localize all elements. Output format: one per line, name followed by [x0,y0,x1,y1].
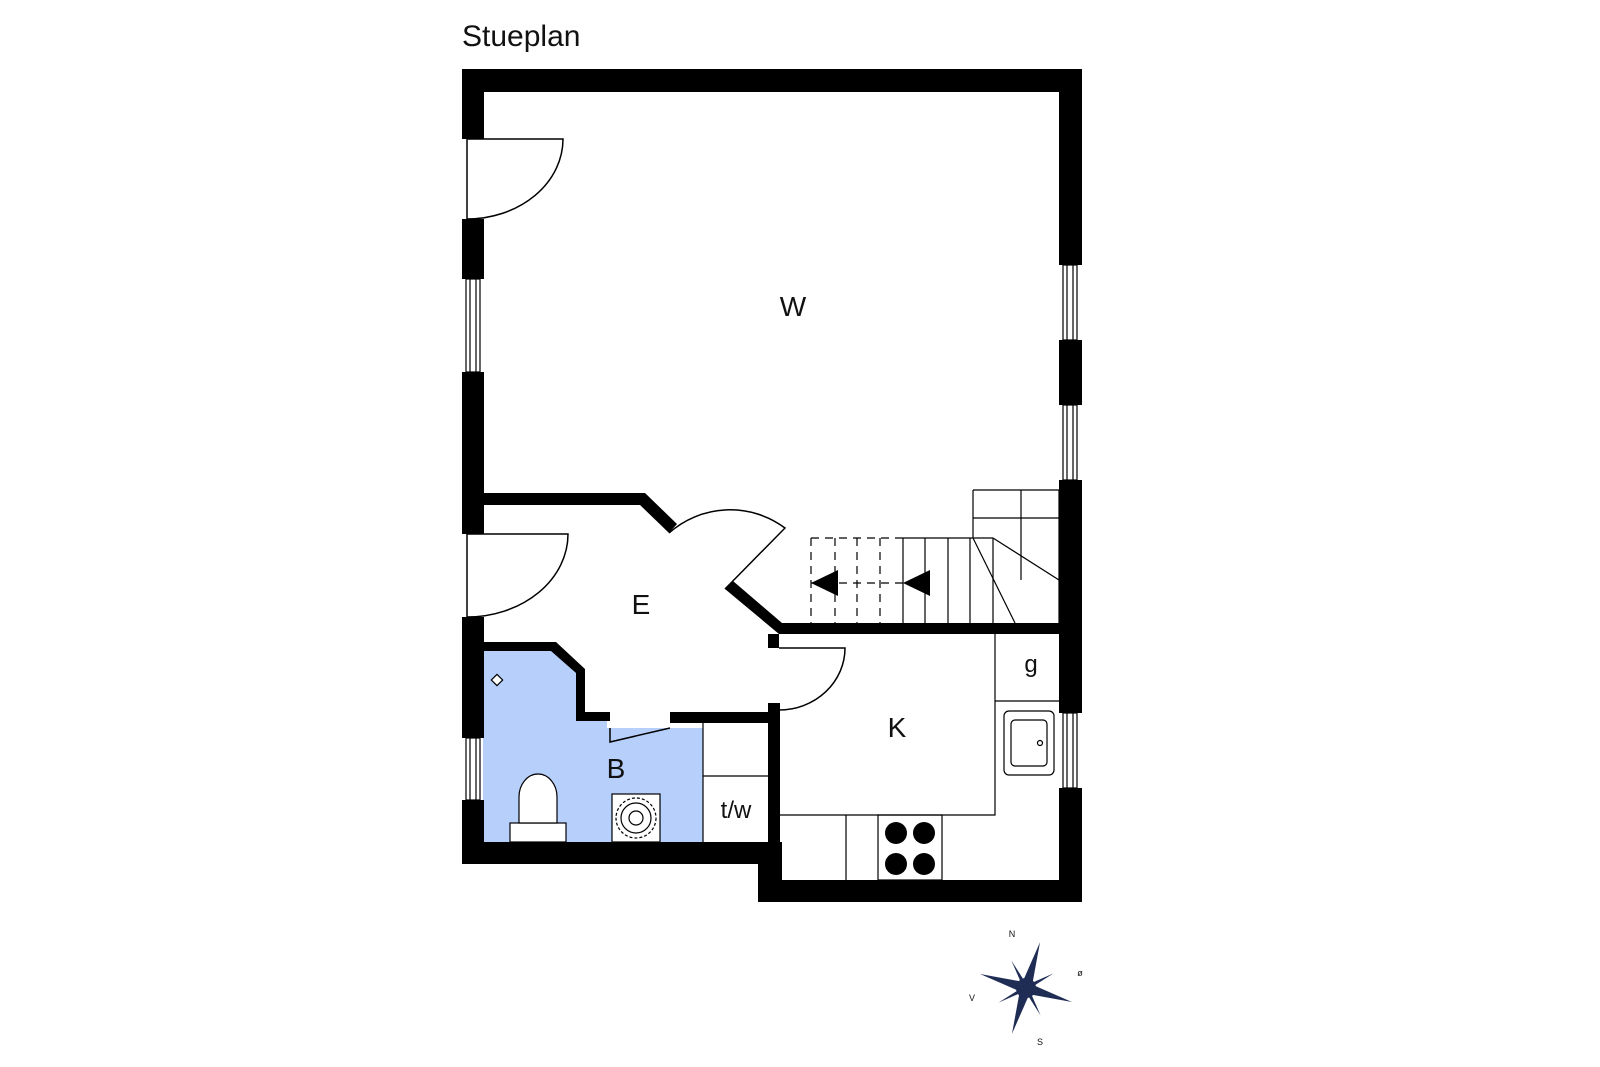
bathroom-floor [483,651,703,842]
room-label-kitchen: K [888,712,907,743]
washbasin-icon [611,793,661,843]
toilet-icon [509,773,567,843]
door-bathroom [609,727,671,743]
plan-title: Stueplan [462,20,581,53]
staircase [810,489,1060,624]
room-label-living: W [780,291,807,322]
door-entry-living [668,509,787,590]
door-kitchen [778,647,846,711]
label-washer-dryer: t/w [721,797,752,824]
room-label-bathroom: B [607,753,626,784]
door-entry-west [466,533,569,618]
compass-south: S [1037,1037,1043,1047]
laundry-cabinet [702,723,768,842]
interior-walls [484,493,1059,862]
floor-drain-icon [490,673,504,687]
compass-rose-icon [980,942,1072,1034]
room-label-entry: E [632,589,651,620]
compass-west: V [969,993,975,1003]
compass-north: N [1009,929,1016,939]
label-g: g [1024,651,1037,678]
doors [466,138,846,743]
stove-icon [877,814,943,881]
outer-walls [462,69,1082,902]
windows [465,264,1078,801]
sink-icon [1003,710,1055,776]
door-living-west [466,138,564,220]
stair-direction-arrows [811,570,930,596]
kitchen-counters [780,634,1059,880]
compass-east: ø [1077,968,1083,978]
